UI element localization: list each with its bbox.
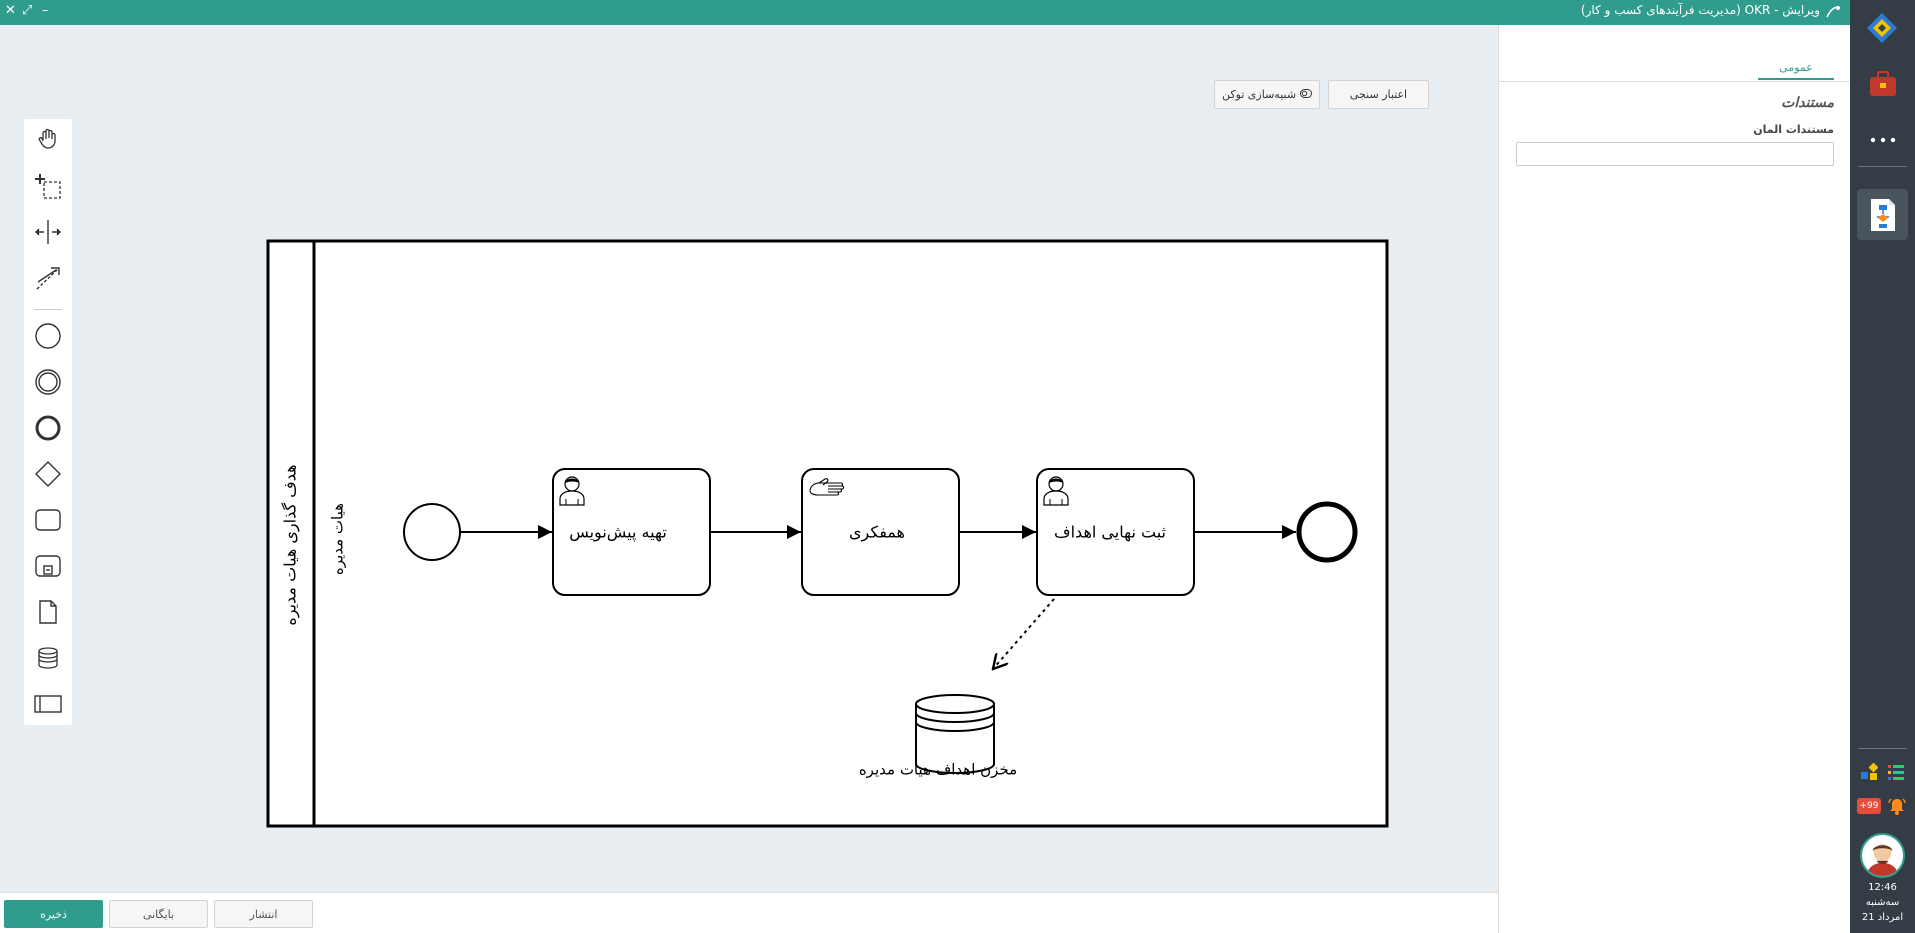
alarm-bell-icon[interactable] [1886, 796, 1908, 816]
properties-panel: عمومی مستندات مستندات المان [1498, 25, 1850, 933]
modeling-canvas[interactable]: اعتبار سنجی شبیه‌سازی توکن [0, 25, 1498, 892]
gateway-tool-icon[interactable] [33, 459, 63, 489]
task-consult[interactable]: همفکری [801, 468, 960, 596]
token-simulation-icon [1300, 88, 1313, 101]
token-simulation-button[interactable]: شبیه‌سازی توکن [1214, 80, 1320, 109]
space-tool-icon[interactable] [33, 217, 63, 247]
task-tool-icon[interactable] [33, 505, 63, 535]
start-event-tool-icon[interactable] [33, 321, 63, 351]
element-documentation-label: مستندات المان [1753, 123, 1834, 136]
task-label: تهیه پیش‌نویس [569, 523, 667, 543]
close-window-icon[interactable]: ✕ [5, 3, 16, 18]
bpmn-diagram: هدف گذاری هیات مدیره هیات مدیره تهیه پیش… [266, 239, 1389, 828]
task-label: ثبت نهایی اهداف [1054, 523, 1166, 543]
start-event[interactable] [403, 503, 461, 561]
subprocess-tool-icon[interactable] [33, 551, 63, 581]
validate-button[interactable]: اعتبار سنجی [1328, 80, 1429, 109]
task-draft[interactable]: تهیه پیش‌نویس [552, 468, 711, 596]
publish-button[interactable]: انتشار [214, 900, 313, 928]
data-store-label: مخزن اهداف هیات مدیره [859, 761, 1017, 779]
lane-label: هیات مدیره [329, 503, 347, 575]
briefcase-icon[interactable] [1866, 68, 1900, 100]
task-list-icon[interactable] [1886, 762, 1906, 782]
title-bar: ✕ ⤢ – ویرایش - OKR (مدیریت فرآیندهای کسب… [0, 0, 1850, 25]
window-title: ویرایش - OKR (مدیریت فرآیندهای کسب و کار… [1580, 3, 1820, 17]
end-event-tool-icon[interactable] [33, 413, 63, 443]
connect-tool-icon[interactable] [33, 263, 63, 293]
token-simulation-label: شبیه‌سازی توکن [1221, 88, 1297, 101]
publish-label: انتشار [249, 907, 278, 921]
task-label: همفکری [849, 523, 905, 543]
bottom-action-bar: ذخیره بایگانی انتشار [0, 892, 1498, 933]
more-options-icon[interactable] [1866, 128, 1900, 152]
process-modeler-icon[interactable] [1857, 189, 1908, 240]
user-task-icon [559, 476, 585, 506]
pool-tool-icon[interactable] [33, 689, 63, 719]
validate-label: اعتبار سنجی [1349, 88, 1408, 101]
task-finalize-goals[interactable]: ثبت نهایی اهداف [1036, 468, 1195, 596]
widgets-icon[interactable] [1859, 762, 1879, 782]
end-event[interactable] [1296, 501, 1358, 563]
maximize-window-icon[interactable]: ⤢ [22, 3, 33, 18]
clock-date: 21 امرداد [1861, 912, 1904, 923]
element-documentation-field[interactable] [1516, 142, 1834, 166]
data-store[interactable]: مخزن اهداف هیات مدیره [859, 694, 1017, 779]
app-logo-icon[interactable] [1862, 8, 1902, 48]
archive-button[interactable]: بایگانی [109, 900, 208, 928]
data-association[interactable] [993, 598, 1055, 669]
user-task-icon [1043, 476, 1069, 506]
data-object-tool-icon[interactable] [33, 597, 63, 627]
clock-time: 12:46 [1868, 882, 1897, 893]
hand-tool-icon[interactable] [33, 124, 63, 154]
save-button[interactable]: ذخیره [4, 900, 103, 928]
documentation-section-title: مستندات [1781, 95, 1834, 111]
palette-toolbox [24, 119, 72, 725]
clock-weekday: سه‌شنبه [1865, 897, 1900, 908]
archive-label: بایگانی [142, 907, 175, 921]
tab-general[interactable]: عمومی [1758, 61, 1834, 80]
manual-task-icon [809, 478, 845, 496]
pool-label: هدف گذاری هیات مدیره [281, 464, 301, 625]
process-app-icon [1824, 3, 1842, 21]
data-store-tool-icon[interactable] [33, 643, 63, 673]
notifications-badge[interactable]: +99 [1857, 798, 1881, 814]
save-label: ذخیره [40, 907, 67, 921]
user-avatar[interactable] [1860, 833, 1905, 878]
minimize-window-icon[interactable]: – [42, 3, 49, 18]
lasso-tool-icon[interactable] [33, 171, 63, 201]
right-rail: +99 12:46 سه‌شنبه 21 امرداد [1850, 0, 1915, 933]
intermediate-event-tool-icon[interactable] [33, 367, 63, 397]
